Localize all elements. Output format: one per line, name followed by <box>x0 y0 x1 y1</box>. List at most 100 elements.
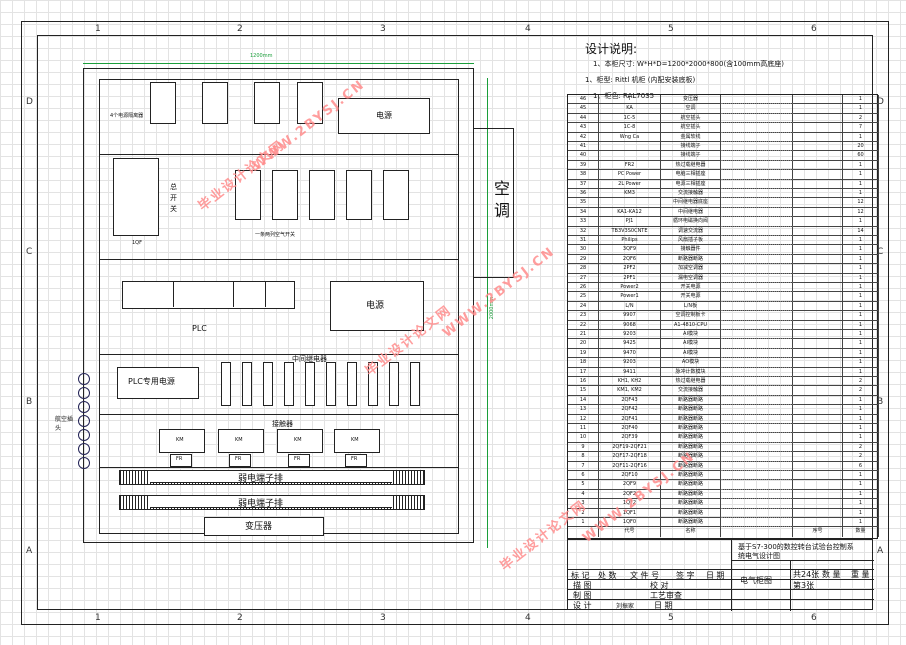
table-cell <box>793 254 843 265</box>
table-cell: 11 <box>568 424 599 434</box>
table-cell: 2QF41 <box>599 414 661 424</box>
table-cell <box>721 320 793 330</box>
air-switch-3 <box>309 170 335 220</box>
table-cell <box>721 452 793 462</box>
table-cell: 电源三相插座 <box>661 179 721 189</box>
height-dimension <box>487 78 488 548</box>
table-cell <box>721 95 793 105</box>
overload-1 <box>170 454 192 467</box>
table-cell: 12 <box>843 198 879 208</box>
process-label: 工艺审查 <box>650 591 682 600</box>
table-cell: 34 <box>568 207 599 218</box>
table-cell <box>793 160 843 171</box>
table-cell: 9411 <box>599 367 661 377</box>
table-cell: 14 <box>568 395 599 406</box>
table-cell <box>721 301 793 312</box>
table-cell: 2 <box>843 386 879 396</box>
table-cell <box>721 245 793 255</box>
table-cell <box>721 113 793 124</box>
design-title: 设计说明: <box>585 42 638 56</box>
table-cell: 断路器断路 <box>661 433 721 443</box>
table-cell: 16 <box>568 377 599 387</box>
table-cell <box>721 405 793 415</box>
table-cell <box>793 151 843 161</box>
table-cell: 断路器断路 <box>661 424 721 434</box>
table-cell: 1 <box>843 358 879 368</box>
table-cell <box>793 489 843 500</box>
table-cell: 1 <box>843 480 879 490</box>
table-cell: 2QF6 <box>599 254 661 265</box>
table-cell: 15 <box>568 386 599 396</box>
main-switch-label: 总开关 <box>170 183 177 213</box>
table-cell <box>721 207 793 218</box>
table-cell: 断路器断路 <box>661 489 721 500</box>
table-cell <box>721 424 793 434</box>
label-file: 文 件 号 <box>630 571 660 580</box>
table-cell: 25 <box>568 292 599 302</box>
table-cell: 17 <box>568 367 599 377</box>
table-cell: 44 <box>568 113 599 124</box>
table-cell: 加减空调器 <box>661 264 721 274</box>
table-cell <box>793 386 843 396</box>
table-cell: 37 <box>568 179 599 189</box>
table-cell <box>721 179 793 189</box>
table-cell: 20 <box>843 142 879 152</box>
table-cell <box>721 236 793 246</box>
check-label: 校 对 <box>650 581 669 590</box>
table-cell <box>793 367 843 377</box>
plc-label: PLC <box>192 324 207 333</box>
relay-label: 中间继电器 <box>292 355 327 363</box>
table-cell <box>793 395 843 406</box>
table-cell <box>721 217 793 227</box>
table-cell: 3QF9 <box>599 245 661 255</box>
inner-frame <box>37 35 873 610</box>
table-cell <box>721 518 793 528</box>
table-cell <box>793 518 843 528</box>
row-trace: 描 图 <box>573 581 592 590</box>
contactor-4 <box>334 429 380 453</box>
width-dim-label: 1200mm <box>250 53 273 59</box>
table-cell: 交流接触器 <box>661 386 721 396</box>
table-cell <box>721 377 793 387</box>
table-cell: 9907 <box>599 311 661 321</box>
table-cell: 42 <box>568 132 599 142</box>
table-cell: 2QF39 <box>599 433 661 443</box>
project-title: 基于S7-300的数控转台试验台控制系统电气设计图 <box>738 543 854 560</box>
table-cell: KM3 <box>599 189 661 199</box>
table-cell: 2QF40 <box>599 424 661 434</box>
table-cell <box>721 348 793 359</box>
table-cell: 7 <box>843 123 879 133</box>
isolator-1 <box>150 82 176 124</box>
table-cell: 断路器断路 <box>661 452 721 462</box>
table-cell <box>793 330 843 340</box>
table-cell <box>793 461 843 471</box>
table-cell <box>793 405 843 415</box>
table-cell <box>793 424 843 434</box>
table-cell: 1 <box>843 405 879 415</box>
isolator-3 <box>254 82 280 124</box>
table-cell: 9068 <box>599 320 661 330</box>
table-cell <box>721 508 793 518</box>
table-cell: 41 <box>568 142 599 152</box>
table-cell: 46 <box>568 95 599 105</box>
table-cell: 断路器断路 <box>661 499 721 509</box>
table-cell: 39 <box>568 160 599 171</box>
table-cell: 风扇插子板 <box>661 236 721 246</box>
table-cell <box>721 311 793 321</box>
table-cell: 1 <box>843 330 879 340</box>
table-cell <box>793 301 843 312</box>
table-cell: 14 <box>843 226 879 236</box>
